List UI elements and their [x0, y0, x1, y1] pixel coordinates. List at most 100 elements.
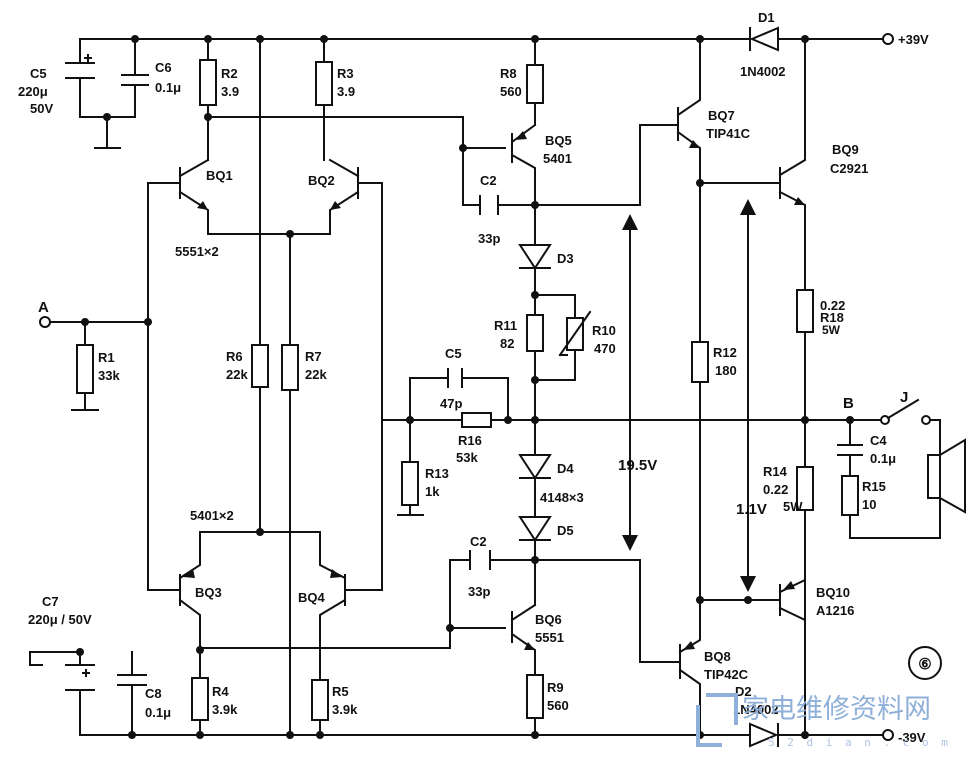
pair-bot-label: 5401×2 [190, 508, 234, 523]
capacitor-c2-top [479, 195, 499, 215]
bq3-label: BQ3 [195, 585, 222, 600]
watermark-url: 5 2 d i a n . c o m [768, 736, 951, 749]
bq7-part: TIP41C [706, 126, 751, 141]
r6-name: R6 [226, 349, 243, 364]
bq9-part: C2921 [830, 161, 868, 176]
d2-name: D2 [735, 684, 752, 699]
capacitor-c7 [65, 664, 95, 691]
resistor-r5 [311, 679, 329, 721]
c6-value: 0.1μ [155, 80, 181, 95]
bq8-part: TIP42C [704, 667, 749, 682]
r8-value: 560 [500, 84, 522, 99]
capacitor-c8 [117, 674, 147, 686]
r3-value: 3.9 [337, 84, 355, 99]
r5-value: 3.9k [332, 702, 358, 717]
c7-value: 220μ / 50V [28, 612, 92, 627]
r1-name: R1 [98, 350, 115, 365]
c7-name: C7 [42, 594, 59, 609]
labels: +39V -39V A B J C5 220μ 50V C6 0.1μ C7 2… [18, 10, 942, 745]
diode-d2 [749, 722, 779, 748]
resistor-r12 [691, 341, 709, 383]
junctions [76, 35, 854, 739]
capacitor-c5-mid [447, 368, 463, 388]
resistor-r2 [199, 59, 217, 106]
resistor-r14 [796, 466, 814, 511]
bq2-label: BQ2 [308, 173, 335, 188]
r18-name: R18 [820, 310, 844, 325]
bq7-name: BQ7 [708, 108, 735, 123]
supply-pos-label: +39V [898, 32, 929, 47]
d4-label: D4 [557, 461, 574, 476]
r10-name: R10 [592, 323, 616, 338]
r9-name: R9 [547, 680, 564, 695]
c2-bot-value: 33p [468, 584, 490, 599]
r8-name: R8 [500, 66, 517, 81]
r16-name: R16 [458, 433, 482, 448]
r18-value2: 5W [822, 323, 841, 337]
r7-value: 22k [305, 367, 327, 382]
resistor-r1 [76, 344, 94, 394]
resistor-r8 [526, 64, 544, 104]
c2-top-name: C2 [480, 173, 497, 188]
resistor-r15 [841, 475, 859, 516]
r14-value2: 5W [783, 499, 803, 514]
wires [29, 38, 941, 739]
c4-value: 0.1μ [870, 451, 896, 466]
r16-value: 53k [456, 450, 478, 465]
d5-label: D5 [557, 523, 574, 538]
voltage-arrow-1v1 [740, 199, 756, 592]
resistor-r13 [401, 461, 419, 506]
emitter-arrows [183, 131, 805, 650]
supply-neg-label: -39V [898, 730, 926, 745]
bq8-name: BQ8 [704, 649, 731, 664]
diode-group-label: 4148×3 [540, 490, 584, 505]
voltage-1v1-label: 1.1V [736, 501, 767, 518]
bq6-part: 5551 [535, 630, 564, 645]
c5-value1: 220μ [18, 84, 48, 99]
capacitor-c5 [65, 54, 95, 79]
terminals [39, 33, 894, 741]
d1-name: D1 [758, 10, 775, 25]
capacitor-c4 [837, 444, 863, 456]
r12-name: R12 [713, 345, 737, 360]
bq5-part: 5401 [543, 151, 572, 166]
c5-mid-value: 47p [440, 396, 462, 411]
c2-top-value: 33p [478, 231, 500, 246]
resistor-r7 [281, 344, 299, 391]
d1-part: 1N4002 [740, 64, 786, 79]
components [65, 26, 966, 748]
bq9-name: BQ9 [832, 142, 859, 157]
resistor-r3 [315, 61, 333, 106]
voltage-19v5-label: 19.5V [618, 457, 657, 474]
r12-value: 180 [715, 363, 737, 378]
r2-name: R2 [221, 66, 238, 81]
switch-j [880, 398, 931, 425]
resistor-r11 [526, 314, 544, 352]
bq6-name: BQ6 [535, 612, 562, 627]
r13-value: 1k [425, 484, 440, 499]
bq1-label: BQ1 [206, 168, 233, 183]
diode-d3 [518, 244, 552, 270]
r1-value: 33k [98, 368, 120, 383]
r11-value: 82 [500, 336, 514, 351]
c5-name: C5 [30, 66, 47, 81]
diode-d1 [749, 26, 779, 52]
r2-value: 3.9 [221, 84, 239, 99]
d3-label: D3 [557, 251, 574, 266]
watermark-logo-icon [696, 693, 738, 747]
speaker-icon [927, 438, 966, 514]
r14-value1: 0.22 [763, 482, 788, 497]
d2-part: 1N4002 [733, 702, 779, 717]
voltage-arrow-19v5 [622, 214, 638, 551]
r3-name: R3 [337, 66, 354, 81]
r5-name: R5 [332, 684, 349, 699]
c4-name: C4 [870, 433, 887, 448]
diode-d4 [518, 454, 552, 480]
r7-name: R7 [305, 349, 322, 364]
bq5-name: BQ5 [545, 133, 572, 148]
watermark: 家电维修资料网 5 2 d i a n . c o m [696, 693, 951, 749]
resistor-r16 [461, 412, 492, 428]
thermistor-slash-r10 [558, 310, 592, 357]
r15-value: 10 [862, 497, 876, 512]
